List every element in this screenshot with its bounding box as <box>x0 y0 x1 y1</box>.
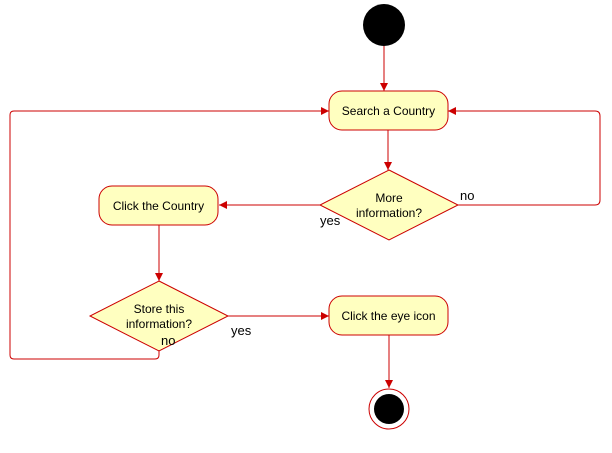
decision-store-information-line2: information? <box>126 317 192 331</box>
action-click-eye-icon: Click the eye icon <box>328 295 449 336</box>
decision-store-information: Store this information? <box>88 280 230 352</box>
decision-more-information: More information? <box>318 169 460 241</box>
action-click-eye-icon-label: Click the eye icon <box>341 309 435 323</box>
action-search-country: Search a Country <box>328 90 449 131</box>
edge-label-more-info-yes: yes <box>320 213 341 228</box>
edge-label-store-no: no <box>161 333 175 348</box>
edge-more-info-no <box>448 107 601 206</box>
edge-store-no <box>9 107 329 360</box>
decision-store-information-line1: Store this <box>134 302 185 316</box>
start-node <box>363 4 405 46</box>
edge-label-more-info-no: no <box>460 188 474 203</box>
action-search-country-label: Search a Country <box>342 104 435 118</box>
action-click-country: Click the Country <box>98 185 219 226</box>
edge-label-store-yes: yes <box>231 323 252 338</box>
end-node <box>368 388 410 430</box>
action-click-country-label: Click the Country <box>113 199 204 213</box>
decision-more-information-line2: information? <box>356 206 422 220</box>
decision-more-information-line1: More <box>375 191 403 205</box>
